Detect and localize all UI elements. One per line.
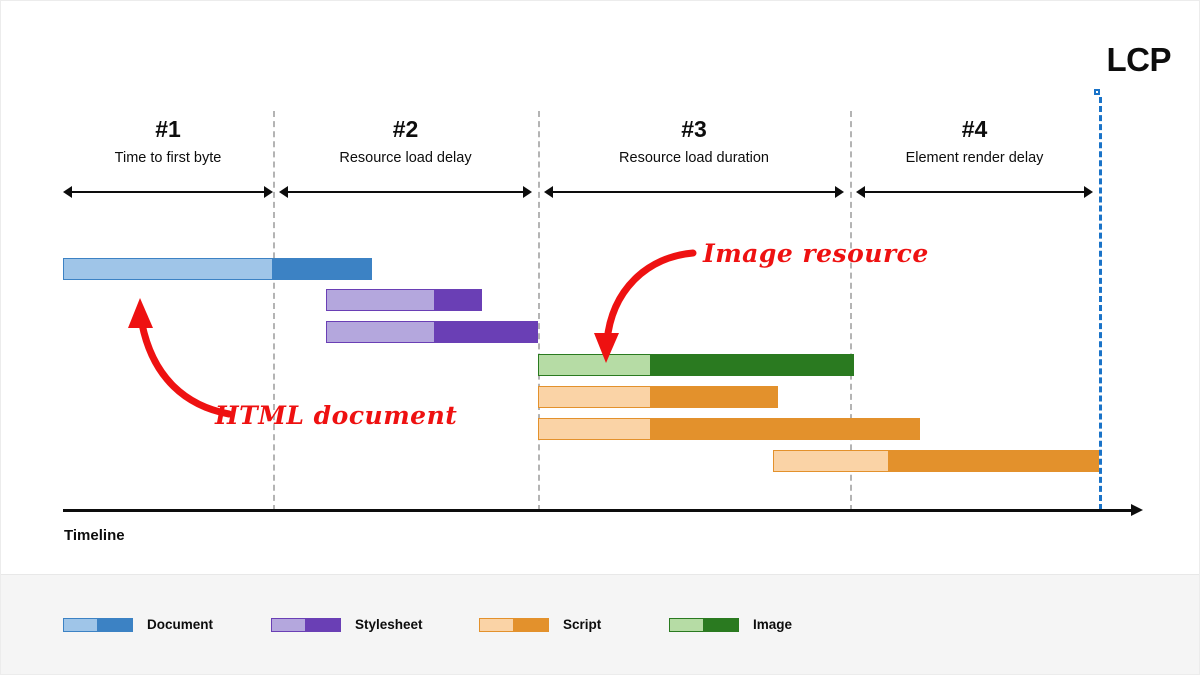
legend-swatch-light xyxy=(479,617,514,632)
phase-2-number: #2 xyxy=(392,116,419,142)
lcp-marker-line xyxy=(1099,97,1102,510)
arrow-shaft xyxy=(551,191,837,193)
arrow-left-icon xyxy=(279,186,288,198)
image-resource-arrow-icon xyxy=(594,249,697,363)
arrow-right-icon xyxy=(835,186,844,198)
phase-divider-2 xyxy=(538,111,540,511)
bar-stylesheet-1 xyxy=(326,289,482,311)
arrow-shaft xyxy=(863,191,1086,193)
legend-swatch-dark xyxy=(514,617,549,632)
bar-segment-light xyxy=(773,450,889,472)
legend-swatch-document xyxy=(63,617,133,632)
legend-item-script: Script xyxy=(479,617,669,632)
phase-1-number: #1 xyxy=(155,116,181,142)
timeline-axis-arrow-icon xyxy=(1131,504,1143,516)
arrow-shaft xyxy=(70,191,266,193)
bar-script-1 xyxy=(538,386,778,408)
html-document-annotation: HTML document xyxy=(215,401,458,430)
bar-segment-dark xyxy=(651,418,920,440)
arrow-right-icon xyxy=(523,186,532,198)
legend-item-image: Image xyxy=(669,617,792,632)
arrow-shaft xyxy=(286,191,525,193)
bar-segment-light xyxy=(538,354,651,376)
lcp-marker-cap-icon xyxy=(1094,89,1100,95)
legend-swatch-image xyxy=(669,617,739,632)
legend-item-document: Document xyxy=(63,617,271,632)
legend: Document Stylesheet Script xyxy=(1,574,1199,674)
bar-segment-light xyxy=(63,258,273,280)
legend-swatch-light xyxy=(63,617,98,632)
bar-segment-light xyxy=(326,321,435,343)
legend-label-stylesheet: Stylesheet xyxy=(355,617,423,632)
legend-swatch-light xyxy=(669,617,704,632)
phase-3-number: #3 xyxy=(681,116,707,142)
legend-swatch-light xyxy=(271,617,306,632)
bar-segment-dark xyxy=(273,258,372,280)
legend-swatch-dark xyxy=(704,617,739,632)
phase-1: #1 Time to first byte xyxy=(63,116,273,168)
bar-segment-dark xyxy=(651,354,854,376)
html-document-arrow-icon xyxy=(128,298,233,418)
phase-3-measure-arrow xyxy=(544,186,844,198)
phase-3: #3 Resource load duration xyxy=(538,116,850,168)
image-resource-annotation: Image resource xyxy=(703,239,929,268)
phase-1-name: Time to first byte xyxy=(114,150,222,167)
phase-1-measure-arrow xyxy=(63,186,273,198)
legend-label-document: Document xyxy=(147,617,214,632)
bar-segment-dark xyxy=(435,321,538,343)
phase-divider-1 xyxy=(273,111,275,511)
bar-segment-dark xyxy=(435,289,482,311)
bar-script-3 xyxy=(773,450,1099,472)
legend-row: Document Stylesheet Script xyxy=(63,617,792,632)
bar-document xyxy=(63,258,372,280)
timeline-axis-label: Timeline xyxy=(64,527,125,544)
bar-segment-light xyxy=(538,386,651,408)
bar-segment-dark xyxy=(651,386,778,408)
legend-label-image: Image xyxy=(753,617,793,632)
legend-item-stylesheet: Stylesheet xyxy=(271,617,479,632)
timeline-axis xyxy=(63,509,1131,512)
arrow-left-icon xyxy=(63,186,72,198)
phase-4: #4 Element render delay xyxy=(850,116,1099,168)
phase-4-number: #4 xyxy=(961,116,988,142)
phase-2-measure-arrow xyxy=(279,186,532,198)
phase-2: #2 Resource load delay xyxy=(273,116,538,168)
phase-4-measure-arrow xyxy=(856,186,1093,198)
lcp-label: LCP xyxy=(1106,41,1172,78)
bar-segment-light xyxy=(326,289,435,311)
bar-segment-dark xyxy=(889,450,1099,472)
legend-swatch-dark xyxy=(306,617,341,632)
bar-script-2 xyxy=(538,418,920,440)
legend-swatch-dark xyxy=(98,617,133,632)
legend-swatch-script xyxy=(479,617,549,632)
phase-4-name: Element render delay xyxy=(905,150,1044,167)
timeline-diagram: LCP #1 Time to first byte #2 Resource lo… xyxy=(1,1,1199,574)
phase-2-name: Resource load delay xyxy=(339,150,472,167)
legend-label-script: Script xyxy=(563,617,602,632)
bar-stylesheet-2 xyxy=(326,321,538,343)
arrow-left-icon xyxy=(544,186,553,198)
bar-image xyxy=(538,354,854,376)
arrow-right-icon xyxy=(1084,186,1093,198)
phase-divider-3 xyxy=(850,111,852,511)
phase-3-name: Resource load duration xyxy=(619,150,769,167)
bar-segment-light xyxy=(538,418,651,440)
arrow-right-icon xyxy=(264,186,273,198)
arrow-left-icon xyxy=(856,186,865,198)
legend-swatch-stylesheet xyxy=(271,617,341,632)
